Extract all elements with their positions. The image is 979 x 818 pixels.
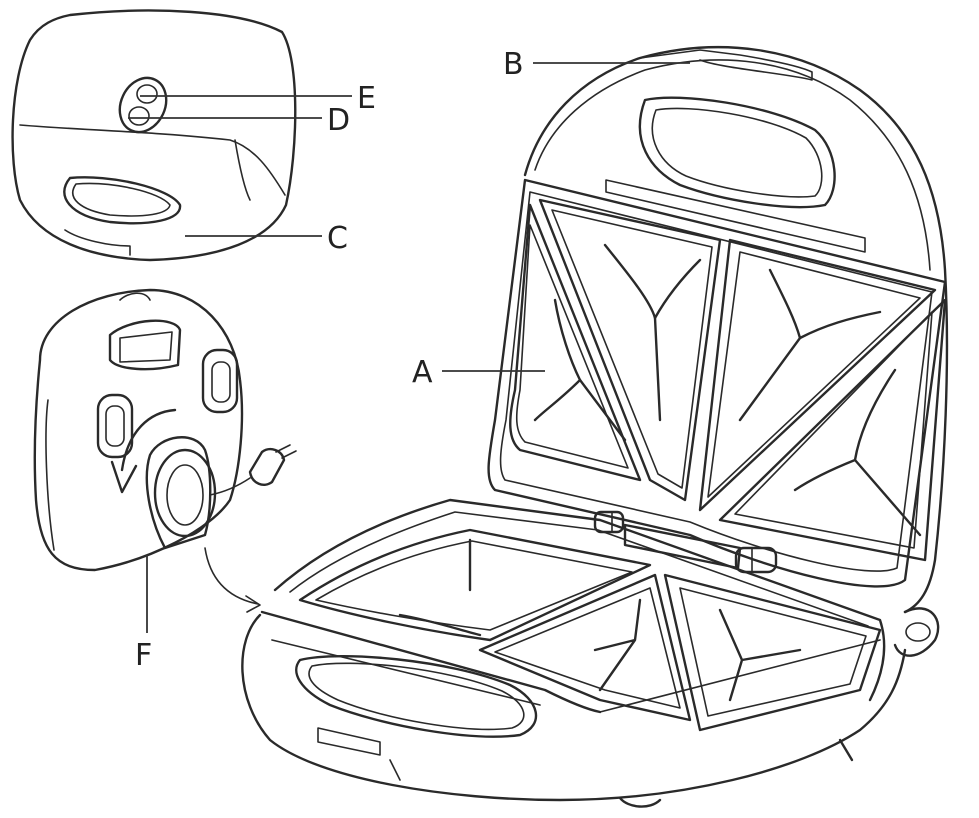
hinge	[593, 510, 778, 574]
upper-plate-compartments	[509, 198, 947, 562]
plug-icon	[248, 444, 297, 486]
leader-lines	[128, 62, 690, 633]
label-c: C	[327, 221, 348, 256]
inset-underside-view	[33, 288, 297, 613]
sandwich-maker-main-view	[241, 46, 949, 808]
rotation-arrow-icon	[110, 408, 177, 494]
label-f: F	[135, 638, 152, 673]
inset-lid-top-view	[11, 9, 297, 262]
lower-plate-compartments	[298, 528, 882, 732]
label-b: B	[503, 47, 524, 82]
cord-winder	[145, 436, 217, 550]
label-a: A	[412, 355, 433, 390]
label-e: E	[357, 81, 376, 116]
indicator-lights	[118, 76, 168, 134]
label-d: D	[327, 103, 350, 138]
